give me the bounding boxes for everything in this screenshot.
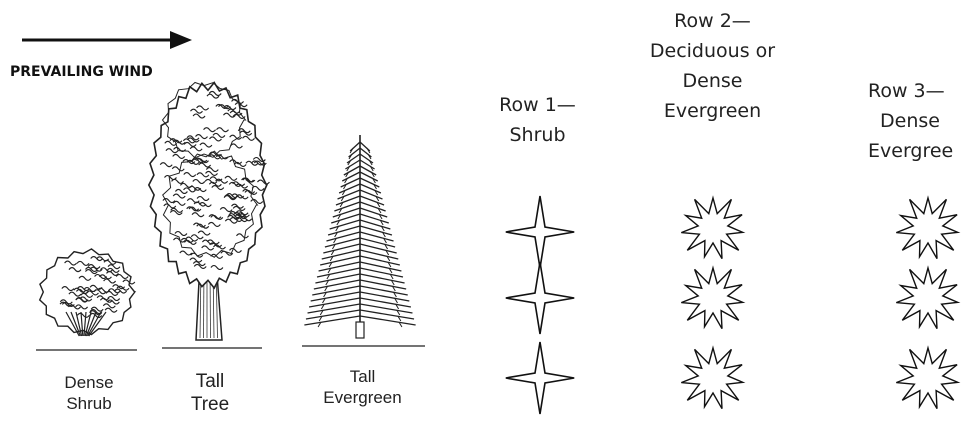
prevailing-wind-label: PREVAILING WIND [10,64,153,80]
row-heading-row-2: Row 2— Deciduous or Dense Evergreen [620,6,805,126]
row-symbols [505,195,961,415]
starburst-icon [896,265,961,330]
row-heading-row-3: Row 3— Dense Evergree [862,76,974,166]
row-heading-line: Evergreen [663,100,762,122]
plant-label-dense-shrub: Dense Shrub [44,372,134,414]
tall-tree-illustration [147,81,270,341]
dense-shrub-illustration [38,248,137,337]
plant-label-line: Tall [349,367,376,386]
plant-label-line: Tree [190,394,230,415]
plant-label-tall-tree: Tall Tree [170,370,250,416]
plant-label-line: Shrub [66,394,112,413]
plant-label-tall-evergreen: Tall Evergreen [300,366,425,408]
row-heading-line: Row 2— [674,10,751,32]
starburst-icon [681,195,746,260]
tall-evergreen-illustration [304,135,416,339]
starburst-icon [896,195,961,260]
row-heading-row-1: Row 1— Shrub [470,90,605,150]
row-heading-line: Shrub [509,124,566,146]
row-heading-line: Evergree [868,140,954,162]
row-heading-line: Row 3— [868,80,945,102]
four-point-star-icon [505,261,575,335]
plant-label-line: Dense [64,373,114,392]
wind-arrow-icon [22,31,192,49]
row-heading-line: Row 1— [499,94,576,116]
row-heading-line: Deciduous or [649,40,776,62]
starburst-icon [681,345,746,410]
starburst-icon [681,265,746,330]
four-point-star-icon [505,341,575,415]
plant-label-line: Tall [195,371,225,392]
four-point-star-icon [505,195,575,269]
row-heading-line: Dense [682,70,743,92]
starburst-icon [896,345,961,410]
row-heading-line: Dense [880,110,940,132]
plant-label-line: Evergreen [323,388,402,407]
